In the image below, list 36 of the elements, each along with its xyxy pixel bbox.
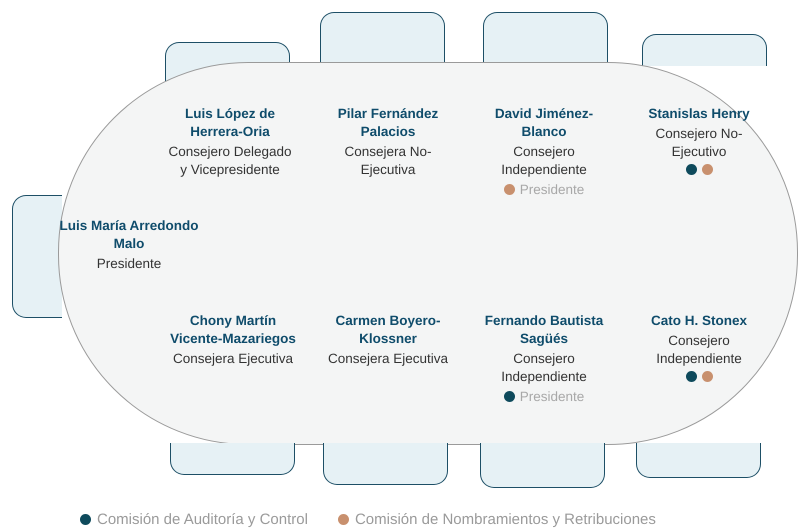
chair	[483, 12, 608, 64]
committee-dot	[504, 391, 515, 402]
chair	[170, 443, 295, 475]
legend-label: Comisión de Nombramientos y Retribuciones	[354, 511, 656, 528]
member-name: Luis María Arredondo Malo	[58, 217, 200, 253]
chair	[323, 443, 448, 485]
committee-dot	[702, 164, 712, 175]
chair	[642, 34, 767, 66]
chair	[636, 443, 761, 478]
member-role: Consejero Independiente	[500, 350, 588, 386]
member-name: Luis López de Herrera-Oria	[184, 105, 276, 141]
member-role: Consejera No-Ejecutiva	[343, 143, 433, 179]
chair	[480, 443, 605, 488]
member-name: Pilar Fernández Palacios	[336, 105, 440, 141]
committee-dot	[702, 371, 712, 382]
committee-dot	[504, 184, 515, 195]
chair-role: Presidente	[520, 389, 584, 404]
member-role: Consejera Ejecutiva	[326, 350, 450, 368]
member-role: Consejero Independiente	[500, 143, 588, 179]
member-name: Stanislas Henry	[647, 105, 751, 123]
legend-label: Comisión de Auditoría y Control	[97, 511, 308, 528]
member-name: Chony Martín Vicente-Mazariegos	[169, 312, 297, 348]
chair	[12, 195, 62, 318]
chair-role: Presidente	[520, 182, 584, 197]
chair	[320, 12, 445, 64]
member-role: Consejero No-Ejecutivo	[654, 125, 744, 161]
member-role: Presidente	[96, 255, 162, 273]
committee-dot	[686, 371, 696, 382]
committee-dot	[686, 164, 696, 175]
member-role: Consejero Delegado y Vicepresidente	[167, 143, 293, 179]
member-role: Consejero Independiente	[655, 332, 743, 368]
member-name: Carmen Boyero-Klossner	[334, 312, 442, 348]
member-name: Cato H. Stonex	[650, 312, 748, 330]
member-role: Consejera Ejecutiva	[172, 350, 294, 368]
member-name: David Jiménez-Blanco	[494, 105, 594, 141]
member-name: Fernando Bautista Sagüés	[484, 312, 604, 348]
